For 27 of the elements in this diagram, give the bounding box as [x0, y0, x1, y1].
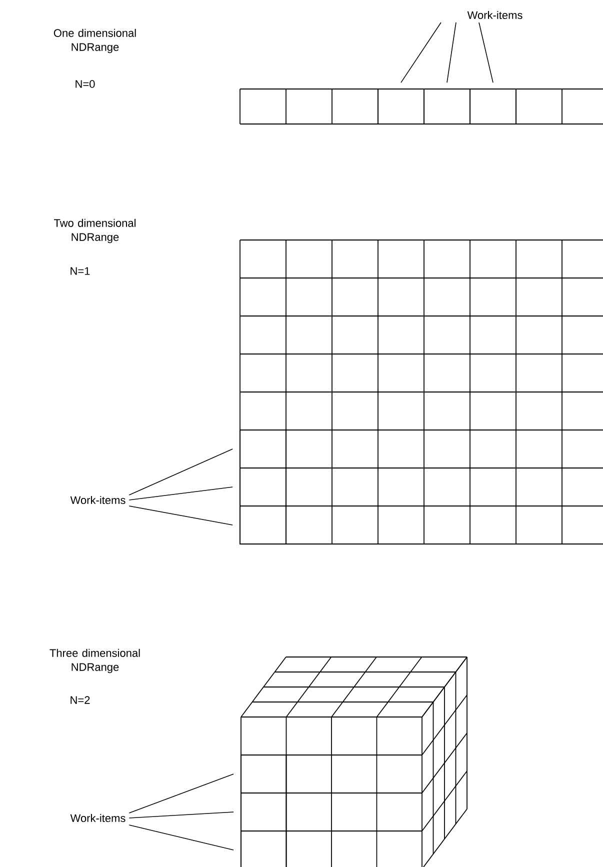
grid-cell	[378, 88, 424, 124]
leader-line	[400, 22, 442, 83]
label-text: N=2	[70, 696, 90, 704]
leader-line	[446, 22, 456, 83]
leader-line	[128, 812, 234, 818]
label-text: N=0	[76, 80, 95, 88]
leader-line	[128, 824, 234, 850]
label-text: Three dimensional NDRange	[50, 648, 140, 674]
grid-cell	[240, 754, 287, 794]
leader-line	[128, 506, 233, 526]
grid-cell	[240, 430, 286, 468]
leader-text: Work-items	[70, 814, 126, 822]
grid-cell	[424, 88, 470, 124]
label-text: N=1	[70, 267, 90, 275]
leader-text: Work-items	[467, 10, 522, 20]
leader-line	[128, 486, 233, 500]
grid-cell	[470, 88, 516, 124]
grid-cell	[240, 468, 286, 506]
leader-line	[478, 22, 494, 83]
label-text: One dimensional NDRange	[54, 28, 136, 54]
grid-cell	[240, 792, 287, 832]
label-text: Two dimensional NDRange	[54, 218, 136, 244]
grid-cell	[240, 506, 286, 544]
grid-cell	[240, 830, 287, 867]
leader-line	[128, 774, 234, 814]
leader-text: Work-items	[70, 496, 126, 504]
leader-line	[128, 448, 233, 496]
